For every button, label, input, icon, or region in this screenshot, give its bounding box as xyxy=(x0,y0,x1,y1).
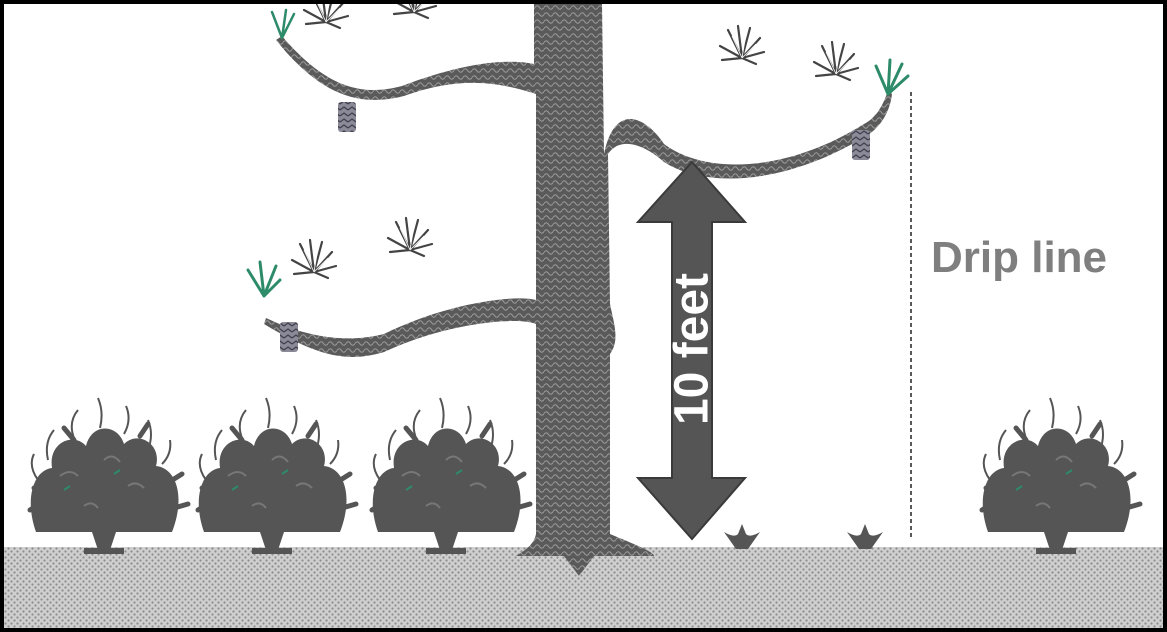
shrub xyxy=(30,398,188,554)
diagram-canvas xyxy=(4,4,1163,628)
leaf-cluster-upper-right xyxy=(720,26,908,94)
fruit-upper-right xyxy=(852,130,870,160)
seedling-left xyxy=(724,524,760,549)
seedling-right xyxy=(847,524,883,549)
shrub xyxy=(372,398,530,554)
fruit-lower xyxy=(280,322,298,352)
shrub xyxy=(982,398,1140,554)
drip-line-label: Drip line xyxy=(931,233,1107,283)
tree-trunk-and-branches xyxy=(264,4,892,556)
shrub xyxy=(198,398,356,554)
leaf-cluster-upper-left xyxy=(272,4,436,38)
leaf-cluster-lower xyxy=(248,218,432,296)
height-label: 10 feet xyxy=(665,273,720,425)
fruit-upper-left xyxy=(338,102,356,132)
